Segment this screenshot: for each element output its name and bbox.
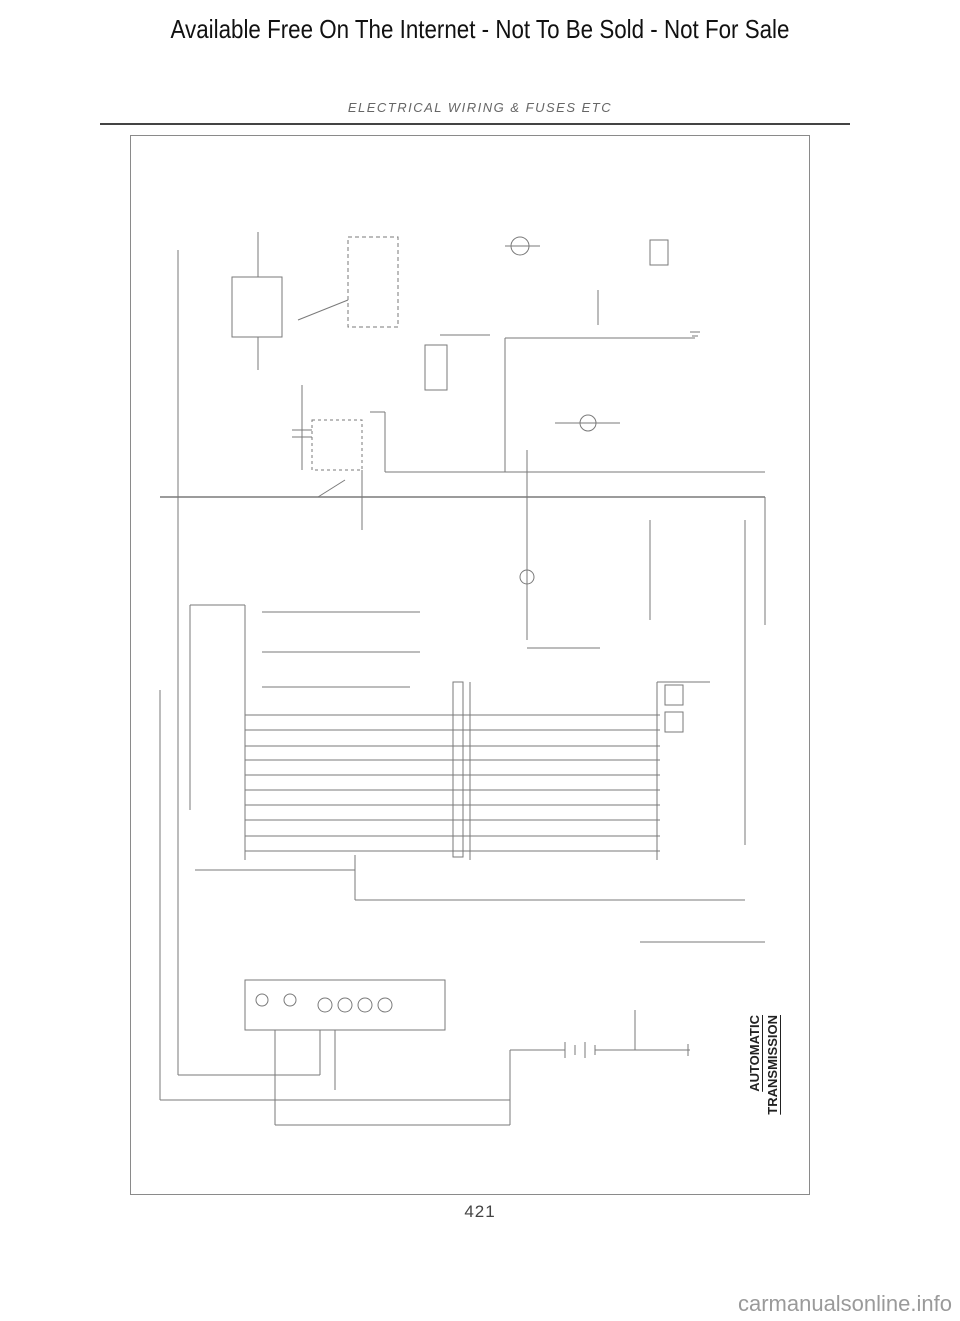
diagram-label-automatic: AUTOMATIC	[747, 1015, 762, 1092]
site-watermark: carmanualsonline.info	[737, 1291, 952, 1316]
diagram-label-transmission: TRANSMISSION	[765, 1015, 780, 1115]
header-rule	[100, 123, 850, 125]
page-banner: Available Free On The Internet - Not To …	[170, 14, 790, 44]
page-number: 421	[464, 1202, 496, 1221]
diagram-frame	[130, 135, 810, 1195]
section-title: ELECTRICAL WIRING & FUSES ETC	[347, 100, 613, 115]
